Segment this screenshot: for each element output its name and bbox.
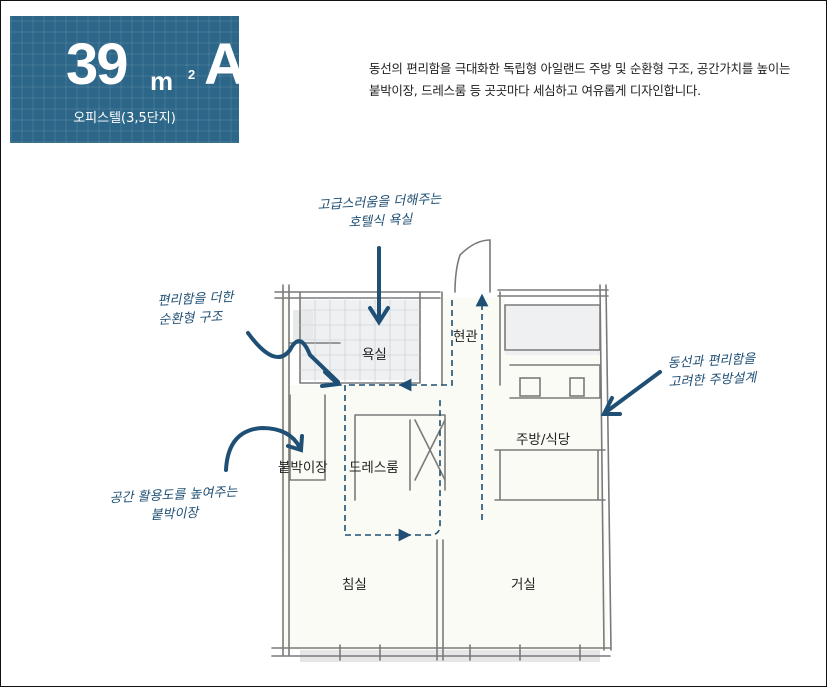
annotation-kitchen: 동선과 편리함을 고려한 주방설계 [667,351,757,391]
room-label-bathroom: 욕실 [362,347,387,363]
annotation-hotel-bath: 고급스러움을 더해주는 호텔식 욕실 [317,191,442,231]
area-unit: m [150,66,174,96]
unit-type-letter: A [204,32,246,97]
room-label-living: 거실 [511,577,536,593]
room-label-entrance: 현관 [453,329,478,345]
description: 동선의 편리함을 극대화한 독립형 아일랜드 주방 및 순환형 구조, 공간가치… [369,58,819,102]
unit-type-badge: 39 m 2 A 오피스텔(3,5단지) [10,16,246,143]
description-line: 동선의 편리함을 극대화한 독립형 아일랜드 주방 및 순환형 구조, 공간가치… [369,61,791,76]
annotation-arrows [224,246,662,472]
description-line: 붙박이장, 드레스룸 등 곳곳마다 세심하고 여유롭게 디자인합니다. [369,83,701,98]
room-label-bedroom: 침실 [342,577,367,593]
annotation-closet: 공간 활용도를 높여주는 붙박이장 [109,484,238,524]
room-label-dressroom: 드레스룸 [349,460,399,476]
room-label-kitchen-dining: 주방/식당 [516,432,571,448]
area-number: 39 [66,32,128,97]
annotation-circulation: 편리함을 더한 순환형 구조 [157,290,234,328]
room-label-closet: 붙박이장 [278,460,328,476]
bath-tiles [300,298,420,383]
circulation-path [344,293,489,542]
unit-subtitle: 오피스텔(3,5단지) [73,111,176,126]
area-superscript: 2 [188,67,196,82]
wall-lines [271,239,612,661]
